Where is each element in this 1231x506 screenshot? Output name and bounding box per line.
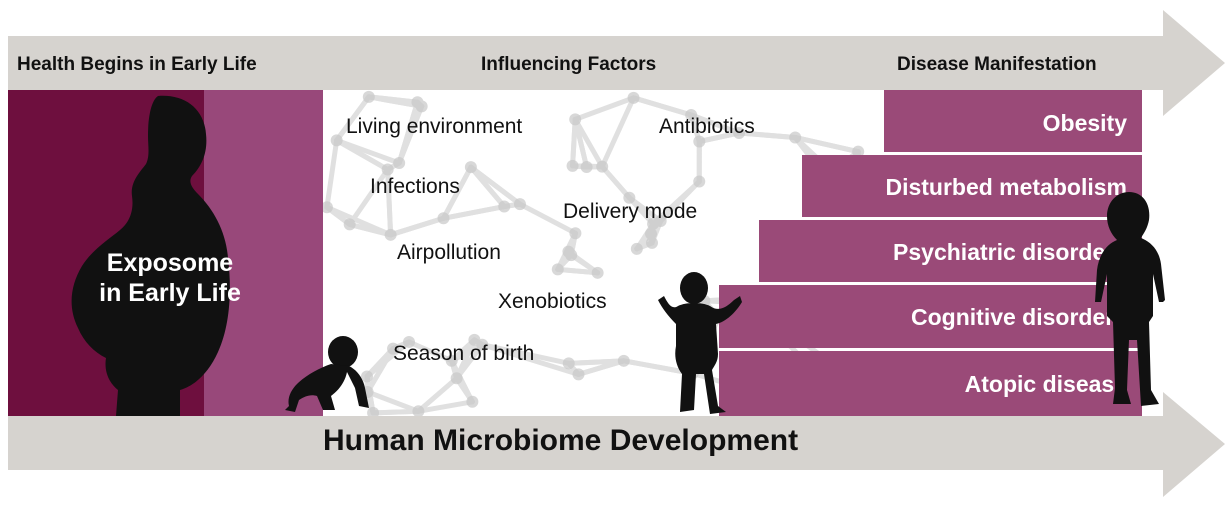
top-arrow: [8, 10, 1225, 116]
bottom-arrow: [8, 392, 1225, 497]
exposome-label: Exposome in Early Life: [60, 248, 280, 308]
toddler-icon: [658, 272, 742, 414]
header-health-early-life: Health Begins in Early Life: [17, 54, 257, 75]
disease-label-psychiatric: Psychiatric disorders: [893, 239, 1127, 265]
factor-delivery-mode: Delivery mode: [563, 200, 698, 223]
factor-antibiotics: Antibiotics: [659, 115, 755, 138]
factor-infections: Infections: [370, 175, 460, 198]
microbiome-title: Human Microbiome Development: [323, 424, 799, 457]
disease-bar-obesity: [884, 90, 1142, 152]
disease-label-obesity: Obesity: [1042, 110, 1127, 136]
factor-season-of-birth: Season of birth: [393, 342, 535, 365]
disease-bar-metabolism: [802, 155, 1142, 217]
factor-xenobiotics: Xenobiotics: [498, 290, 607, 313]
crawling-baby-icon: [285, 336, 369, 412]
disease-bar-psychiatric: [759, 220, 1142, 282]
disease-label-cognitive: Cognitive disorders: [911, 304, 1127, 330]
factor-airpollution: Airpollution: [397, 241, 501, 264]
factor-living-environment: Living environment: [346, 115, 523, 138]
disease-label-metabolism: Disturbed metabolism: [885, 174, 1127, 200]
child-icon: [1095, 192, 1165, 406]
pregnant-woman-icon: [71, 95, 230, 416]
exposome-line2: in Early Life: [99, 279, 241, 307]
disease-bar-cognitive: [719, 285, 1142, 348]
disease-label-atopic: Atopic disease: [964, 371, 1127, 397]
header-disease-manifestation: Disease Manifestation: [897, 54, 1097, 75]
disease-bar-atopic: [719, 351, 1142, 416]
header-influencing-factors: Influencing Factors: [481, 54, 657, 75]
exposome-line1: Exposome: [106, 249, 234, 277]
